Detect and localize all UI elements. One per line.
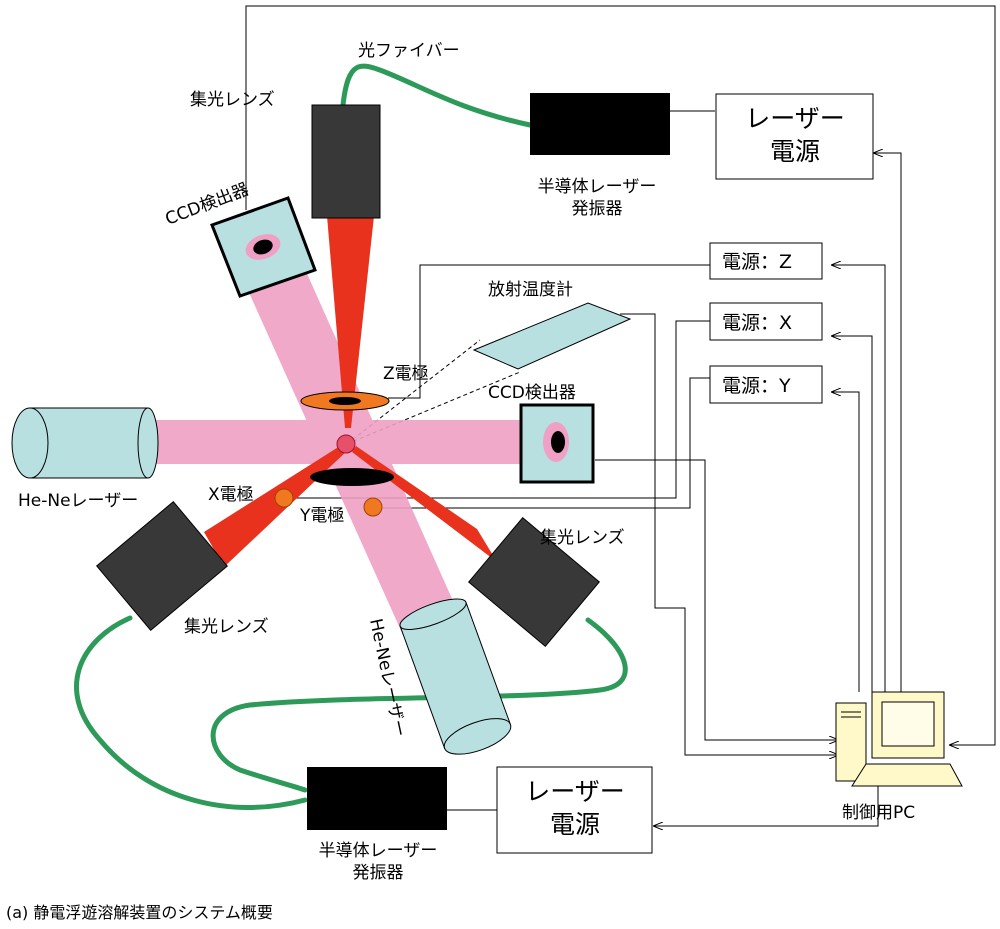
label-focus-lens-left: 集光レンズ: [184, 617, 269, 637]
wire-ccd-right-to-pc: [595, 459, 838, 740]
pc-tower: [835, 702, 867, 782]
label-he-ne-laser-left: He-Neレーザー: [18, 491, 138, 511]
focus-lens-left: [95, 500, 229, 632]
focus-lens-right: [467, 516, 601, 648]
semiconductor-laser-bottom: [307, 767, 447, 830]
control-pc: [835, 691, 963, 787]
wire-pc-to-laser-power-bottom: [654, 786, 879, 826]
label-power-z: 電源：Z: [722, 251, 792, 273]
power-x-box: [709, 302, 823, 341]
text-line: 半導体レーザー: [538, 177, 657, 197]
label-laser-power-bottom: レーザー電源: [525, 777, 625, 839]
label-focus-lens-right: 集光レンズ: [540, 528, 625, 548]
bottom-electrode: [310, 468, 394, 486]
he-ne-laser-left: [11, 407, 159, 479]
label-z-electrode: Z電極: [383, 364, 429, 384]
wire-power-z: [388, 264, 710, 399]
label-semiconductor-laser-bottom: 半導体レーザー発振器: [319, 841, 438, 883]
label-y-electrode: Y電極: [299, 506, 344, 526]
text-line: 発振器: [353, 863, 404, 883]
levitated-sample: [336, 434, 356, 454]
z-electrode-hole: [329, 397, 361, 405]
label-focus-lens-top: 集光レンズ: [190, 90, 275, 110]
he-ne-laser-bottom: [399, 598, 512, 755]
text-line: 電源: [550, 810, 600, 839]
fiber-right: [210, 617, 628, 793]
text-line: 半導体レーザー: [319, 841, 438, 861]
pyrometer: [472, 302, 632, 370]
fiber-left: [74, 615, 308, 810]
heating-laser-top: [327, 216, 374, 428]
wire-power-y: [383, 377, 710, 509]
text-line: 電源: [770, 137, 820, 166]
laser-power-bottom-box: [496, 766, 653, 854]
label-x-electrode: X電極: [208, 485, 254, 505]
label-optical-fiber: 光ファイバー: [358, 41, 460, 61]
label-semiconductor-laser-top: 半導体レーザー発振器: [538, 177, 657, 219]
semiconductor-laser-top: [530, 93, 670, 155]
label-pyrometer: 放射温度計: [488, 280, 573, 300]
power-y-box: [709, 365, 823, 404]
label-power-y: 電源：Y: [722, 375, 791, 397]
pc-keyboard: [851, 763, 963, 787]
wire-pc-to-power-y: [832, 392, 860, 692]
wire-pyrometer-to-pc: [620, 313, 838, 755]
laser-power-top-box: [715, 93, 874, 180]
label-laser-power-top: レーザー電源: [745, 104, 845, 166]
text-line: 発振器: [572, 199, 623, 219]
wire-power-x: [294, 320, 710, 499]
label-control-pc: 制御用PC: [842, 803, 915, 823]
caption: (a) 静電浮遊溶解装置のシステム概要: [6, 903, 273, 922]
wire-pc-to-power-x: [832, 336, 873, 692]
wire-pc-to-power-z: [832, 265, 886, 692]
wire-pc-to-laser-power-top: [874, 153, 902, 692]
focus-lens-top: [311, 104, 381, 219]
x-electrode: [274, 488, 294, 508]
wire-ccd-top-to-pc: [245, 5, 996, 745]
fiber-top: [340, 63, 533, 128]
text-line: レーザー: [745, 104, 845, 133]
text-line: レーザー: [525, 777, 625, 806]
power-z-box: [709, 242, 823, 280]
label-power-x: 電源：X: [722, 312, 792, 334]
y-electrode: [363, 497, 383, 517]
ccd-detector-right: [519, 403, 595, 484]
label-ccd-detector-right: CCD検出器: [488, 383, 576, 403]
ccd-detector-top: [210, 196, 317, 298]
